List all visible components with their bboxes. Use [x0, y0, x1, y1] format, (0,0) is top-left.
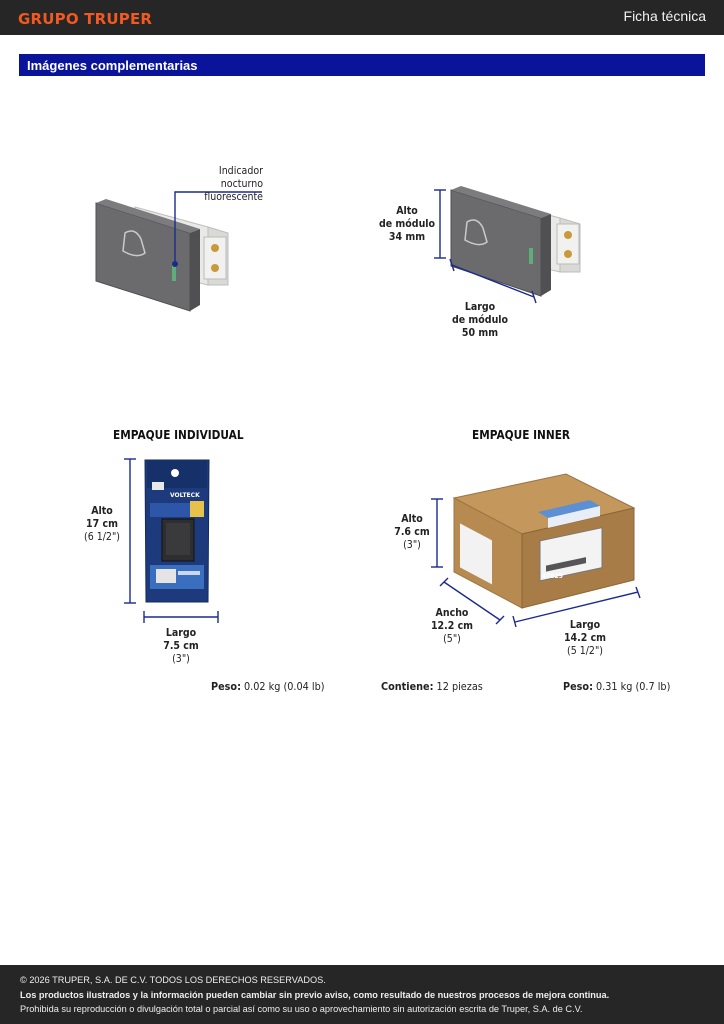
module-length-label: Largo de módulo 50 mm — [451, 300, 509, 340]
individual-height-label: Alto 17 cm (6 1/2") — [84, 504, 120, 544]
module-height-arrow — [434, 189, 446, 259]
inner-width-label: Ancho 12.2 cm (5") — [430, 606, 474, 646]
inner-contents: Contiene: 12 piezas — [381, 680, 483, 693]
inner-box-image: 47829 — [452, 473, 636, 609]
individual-pack-image: VOLTECK — [144, 459, 210, 603]
indicator-label: Indicador nocturno fluorescente — [204, 164, 263, 204]
individual-length-arrow — [143, 611, 219, 623]
footer-notice: Los productos ilustrados y la informació… — [20, 990, 610, 1000]
inner-length-label: Largo 14.2 cm (5 1/2") — [563, 618, 607, 658]
section-title: Imágenes complementarias — [27, 58, 198, 73]
inner-width-arrow — [439, 577, 505, 625]
footer-copyright: © 2026 TRUPER, S.A. DE C.V. TODOS LOS DE… — [20, 975, 326, 985]
brand-logo: GRUPO TRUPER — [18, 10, 153, 28]
individual-length-label: Largo 7.5 cm (3") — [163, 626, 199, 666]
top-bar: GRUPO TRUPER Ficha técnica — [0, 0, 724, 35]
individual-weight: Peso: 0.02 kg (0.04 lb) — [211, 680, 325, 693]
switch-image-front — [95, 199, 229, 312]
individual-height-arrow — [124, 458, 136, 604]
inner-length-arrow — [512, 586, 641, 628]
module-length-arrow — [449, 258, 537, 304]
volteck-brand-mark: VOLTECK — [170, 492, 200, 499]
indicator-leader-line — [172, 191, 262, 267]
document-title: Ficha técnica — [623, 8, 706, 24]
individual-pack-heading: EMPAQUE INDIVIDUAL — [113, 428, 244, 442]
inner-height-arrow — [431, 498, 443, 568]
section-header: Imágenes complementarias — [19, 54, 705, 76]
inner-height-label: Alto 7.6 cm (3") — [394, 512, 430, 552]
footer-prohibition: Prohibida su reproducción o divulgación … — [20, 1004, 583, 1014]
footer: © 2026 TRUPER, S.A. DE C.V. TODOS LOS DE… — [0, 965, 724, 1024]
box-code: 47829 — [542, 573, 563, 580]
module-height-label: Alto de módulo 34 mm — [378, 204, 436, 244]
inner-pack-heading: EMPAQUE INNER — [472, 428, 571, 442]
inner-weight: Peso: 0.31 kg (0.7 lb) — [563, 680, 671, 693]
switch-image-dimensions — [450, 186, 581, 297]
